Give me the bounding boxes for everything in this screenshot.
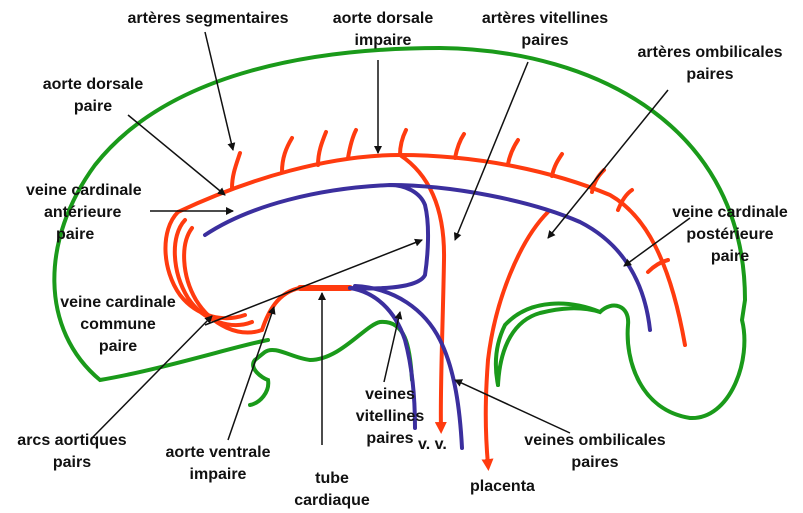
label-line: veines ombilicales bbox=[505, 430, 685, 452]
label-line: paire bbox=[660, 246, 800, 268]
label-aorte-dorsale-impaire: aorte dorsale impaire bbox=[318, 8, 448, 52]
label-line: aorte ventrale bbox=[148, 442, 288, 464]
segmental-artery bbox=[318, 132, 326, 165]
label-line: aorte dorsale bbox=[318, 8, 448, 30]
label-arteres-ombilicales: artères ombilicales paires bbox=[620, 42, 800, 86]
label-line: paires bbox=[505, 452, 685, 474]
label-arteres-segmentaires: artères segmentaires bbox=[108, 8, 308, 30]
umbilical-artery bbox=[486, 212, 548, 465]
inner-green-loop bbox=[255, 322, 412, 380]
label-veine-cardinale-anterieure: veine cardinale antérieure paire bbox=[26, 180, 166, 246]
label-line: veines bbox=[335, 384, 445, 406]
label-line: artères vitellines bbox=[470, 8, 620, 30]
label-line: artères ombilicales bbox=[620, 42, 800, 64]
leader-arteres-vitellines bbox=[455, 62, 528, 240]
label-line: cardiaque bbox=[282, 490, 382, 512]
label-line: paire bbox=[26, 224, 166, 246]
label-line: vitellines bbox=[335, 406, 445, 428]
ventral-aorta bbox=[262, 288, 350, 330]
label-line: pairs bbox=[2, 452, 142, 474]
anterior-cardinal-vein bbox=[205, 185, 428, 288]
label-arcs-aortiques: arcs aortiques pairs bbox=[2, 430, 142, 474]
label-tube-cardiaque: tube cardiaque bbox=[282, 468, 382, 512]
label-line: antérieure bbox=[26, 202, 166, 224]
segmental-artery bbox=[400, 130, 406, 155]
label-line: veine cardinale bbox=[660, 202, 800, 224]
label-veines-ombilicales: veines ombilicales paires bbox=[505, 430, 685, 474]
label-line: veine cardinale bbox=[28, 292, 208, 314]
label-line: impaire bbox=[148, 464, 288, 486]
label-line: arcs aortiques bbox=[2, 430, 142, 452]
label-line: paire bbox=[28, 336, 208, 358]
label-aorte-ventrale: aorte ventrale impaire bbox=[148, 442, 288, 486]
segmental-artery bbox=[282, 138, 292, 172]
label-line: postérieure bbox=[660, 224, 800, 246]
label-line: impaire bbox=[318, 30, 448, 52]
leader-arteres-segmentaires bbox=[205, 32, 233, 150]
label-line: paire bbox=[28, 96, 158, 118]
label-line: tube bbox=[282, 468, 382, 490]
leader-arteres-ombilicales bbox=[548, 90, 668, 238]
segmental-artery bbox=[552, 154, 562, 176]
label-aorte-dorsale-paire: aorte dorsale paire bbox=[28, 74, 158, 118]
label-line: paires bbox=[470, 30, 620, 52]
leader-veines-ombilicales bbox=[455, 380, 570, 433]
label-arteres-vitellines: artères vitellines paires bbox=[470, 8, 620, 52]
label-line: paires bbox=[620, 64, 800, 86]
segmental-artery bbox=[348, 130, 356, 158]
segmental-artery bbox=[455, 134, 464, 158]
label-line: veine cardinale bbox=[26, 180, 166, 202]
label-veine-cardinale-posterieure: veine cardinale postérieure paire bbox=[660, 202, 800, 268]
dorsal-aorta bbox=[178, 155, 685, 345]
label-line: aorte dorsale bbox=[28, 74, 158, 96]
label-vv: v. v. bbox=[418, 434, 468, 456]
segmental-artery bbox=[232, 153, 240, 188]
label-veine-cardinale-commune: veine cardinale commune paire bbox=[28, 292, 208, 358]
label-line: commune bbox=[28, 314, 208, 336]
segmental-artery bbox=[508, 140, 518, 164]
label-placenta: placenta bbox=[470, 476, 560, 498]
